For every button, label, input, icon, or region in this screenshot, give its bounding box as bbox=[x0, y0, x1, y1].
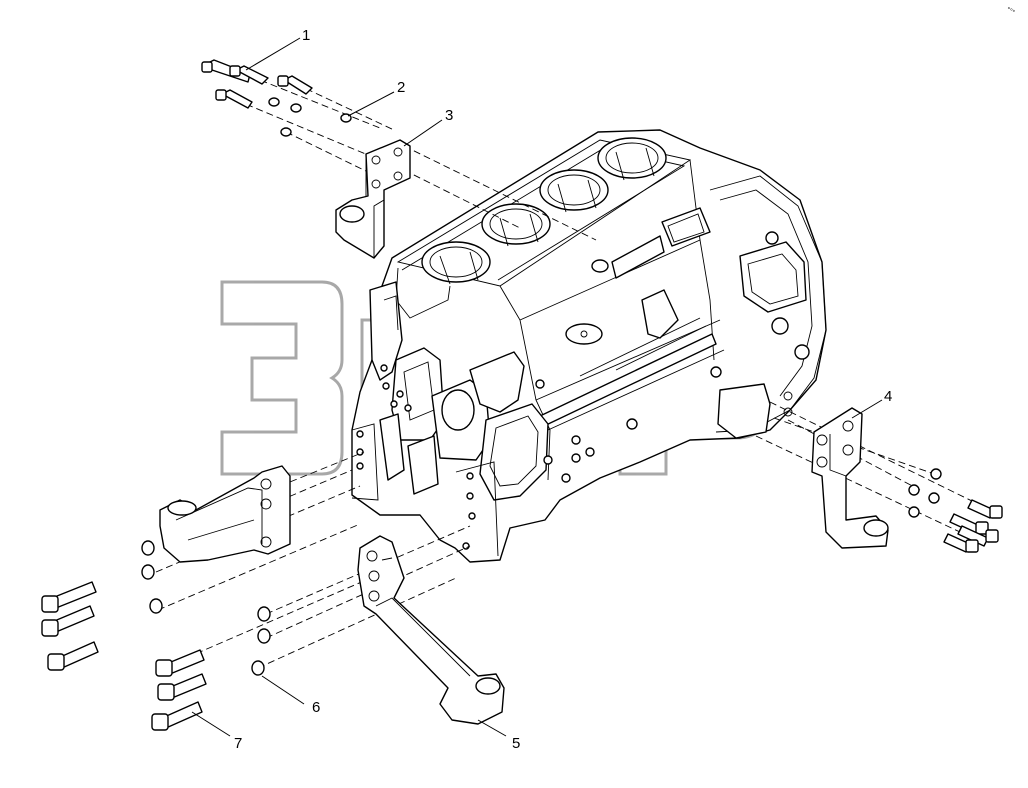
callout-3: 3 bbox=[445, 107, 453, 124]
lower-left-bolts bbox=[41, 581, 207, 731]
lower-support-arm bbox=[357, 535, 505, 725]
callout-4: 4 bbox=[884, 388, 892, 405]
right-bolts bbox=[943, 499, 1003, 553]
upper-washers bbox=[268, 97, 352, 137]
rear-right-bracket bbox=[811, 407, 889, 549]
callout-5: 5 bbox=[512, 735, 520, 752]
callout-6: 6 bbox=[312, 699, 320, 716]
lower-left-washers bbox=[141, 540, 271, 676]
corner-mark: °°° bbox=[1005, 6, 1016, 17]
front-upper-bracket bbox=[335, 139, 411, 259]
engine-block bbox=[351, 129, 827, 563]
callout-7: 7 bbox=[234, 735, 242, 752]
cylinder-bores bbox=[421, 137, 667, 283]
upper-bolts bbox=[201, 59, 313, 109]
front-lower-bracket bbox=[159, 465, 291, 563]
right-washers bbox=[908, 468, 942, 518]
callout-2: 2 bbox=[397, 79, 405, 96]
callout-1: 1 bbox=[302, 27, 310, 44]
callout-leaders bbox=[191, 37, 883, 737]
